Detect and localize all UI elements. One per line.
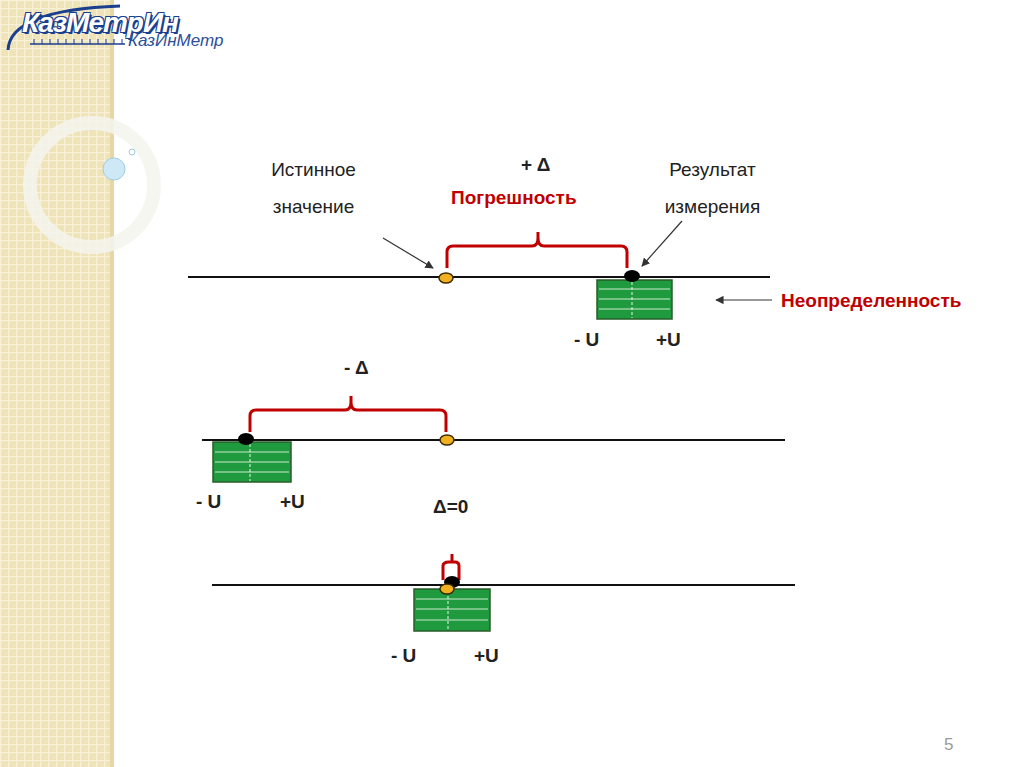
error-label: Погрешность (451, 187, 577, 210)
axis-line (188, 276, 770, 278)
plus-u: +U (280, 491, 305, 514)
error-sign: - Δ (344, 357, 369, 380)
deco-bubble (103, 158, 125, 180)
logo-scale (30, 43, 125, 45)
true-value-dot (439, 273, 453, 283)
axis-line (212, 584, 795, 586)
true-value-dot (440, 435, 454, 445)
page-number: 5 (944, 735, 953, 755)
true-value-dot (440, 584, 454, 594)
uncertainty-box (414, 589, 490, 631)
logo-subtitle: КазИнМетр (128, 31, 223, 51)
error-sign: + Δ (521, 154, 550, 177)
uncertainty-label: Неопределенность (781, 290, 961, 313)
leader-arrow (383, 238, 433, 268)
uncertainty-box (213, 442, 291, 482)
minus-u: - U (196, 491, 221, 514)
minus-u: - U (574, 329, 599, 352)
deco-ring (30, 123, 154, 247)
plus-u: +U (474, 645, 499, 668)
minus-u: - U (391, 645, 416, 668)
true-value-label: Истинное значение (246, 151, 381, 225)
axis-line (202, 439, 785, 441)
error-zero: Δ=0 (433, 496, 468, 519)
deco-bubble (129, 149, 135, 155)
uncertainty-box (597, 280, 672, 319)
error-bracket (447, 232, 627, 268)
error-bracket (250, 396, 446, 432)
side-band (0, 0, 112, 767)
result-label: Результат измерения (640, 151, 785, 225)
leader-arrow (716, 299, 772, 300)
leader-arrow (642, 221, 682, 266)
logo-ticks (34, 39, 122, 44)
result-dot (238, 433, 254, 445)
result-dot (624, 270, 640, 282)
side-band-edge (110, 0, 114, 767)
plus-u: +U (656, 329, 681, 352)
